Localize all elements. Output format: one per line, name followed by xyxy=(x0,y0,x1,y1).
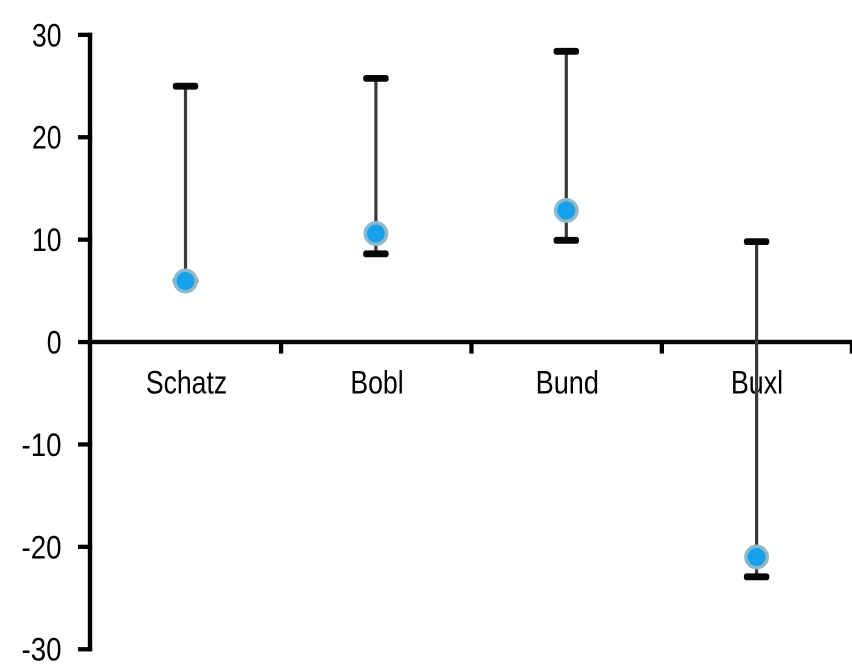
svg-text:Bund: Bund xyxy=(536,364,599,400)
svg-text:-20: -20 xyxy=(22,529,62,565)
svg-text:10: 10 xyxy=(32,222,62,258)
svg-text:-30: -30 xyxy=(22,632,62,668)
svg-text:0: 0 xyxy=(47,325,62,361)
svg-text:20: 20 xyxy=(32,120,62,156)
svg-text:-10: -10 xyxy=(22,427,62,463)
svg-text:30: 30 xyxy=(32,17,62,53)
svg-text:Bobl: Bobl xyxy=(350,364,403,400)
svg-text:Schatz: Schatz xyxy=(146,364,227,400)
